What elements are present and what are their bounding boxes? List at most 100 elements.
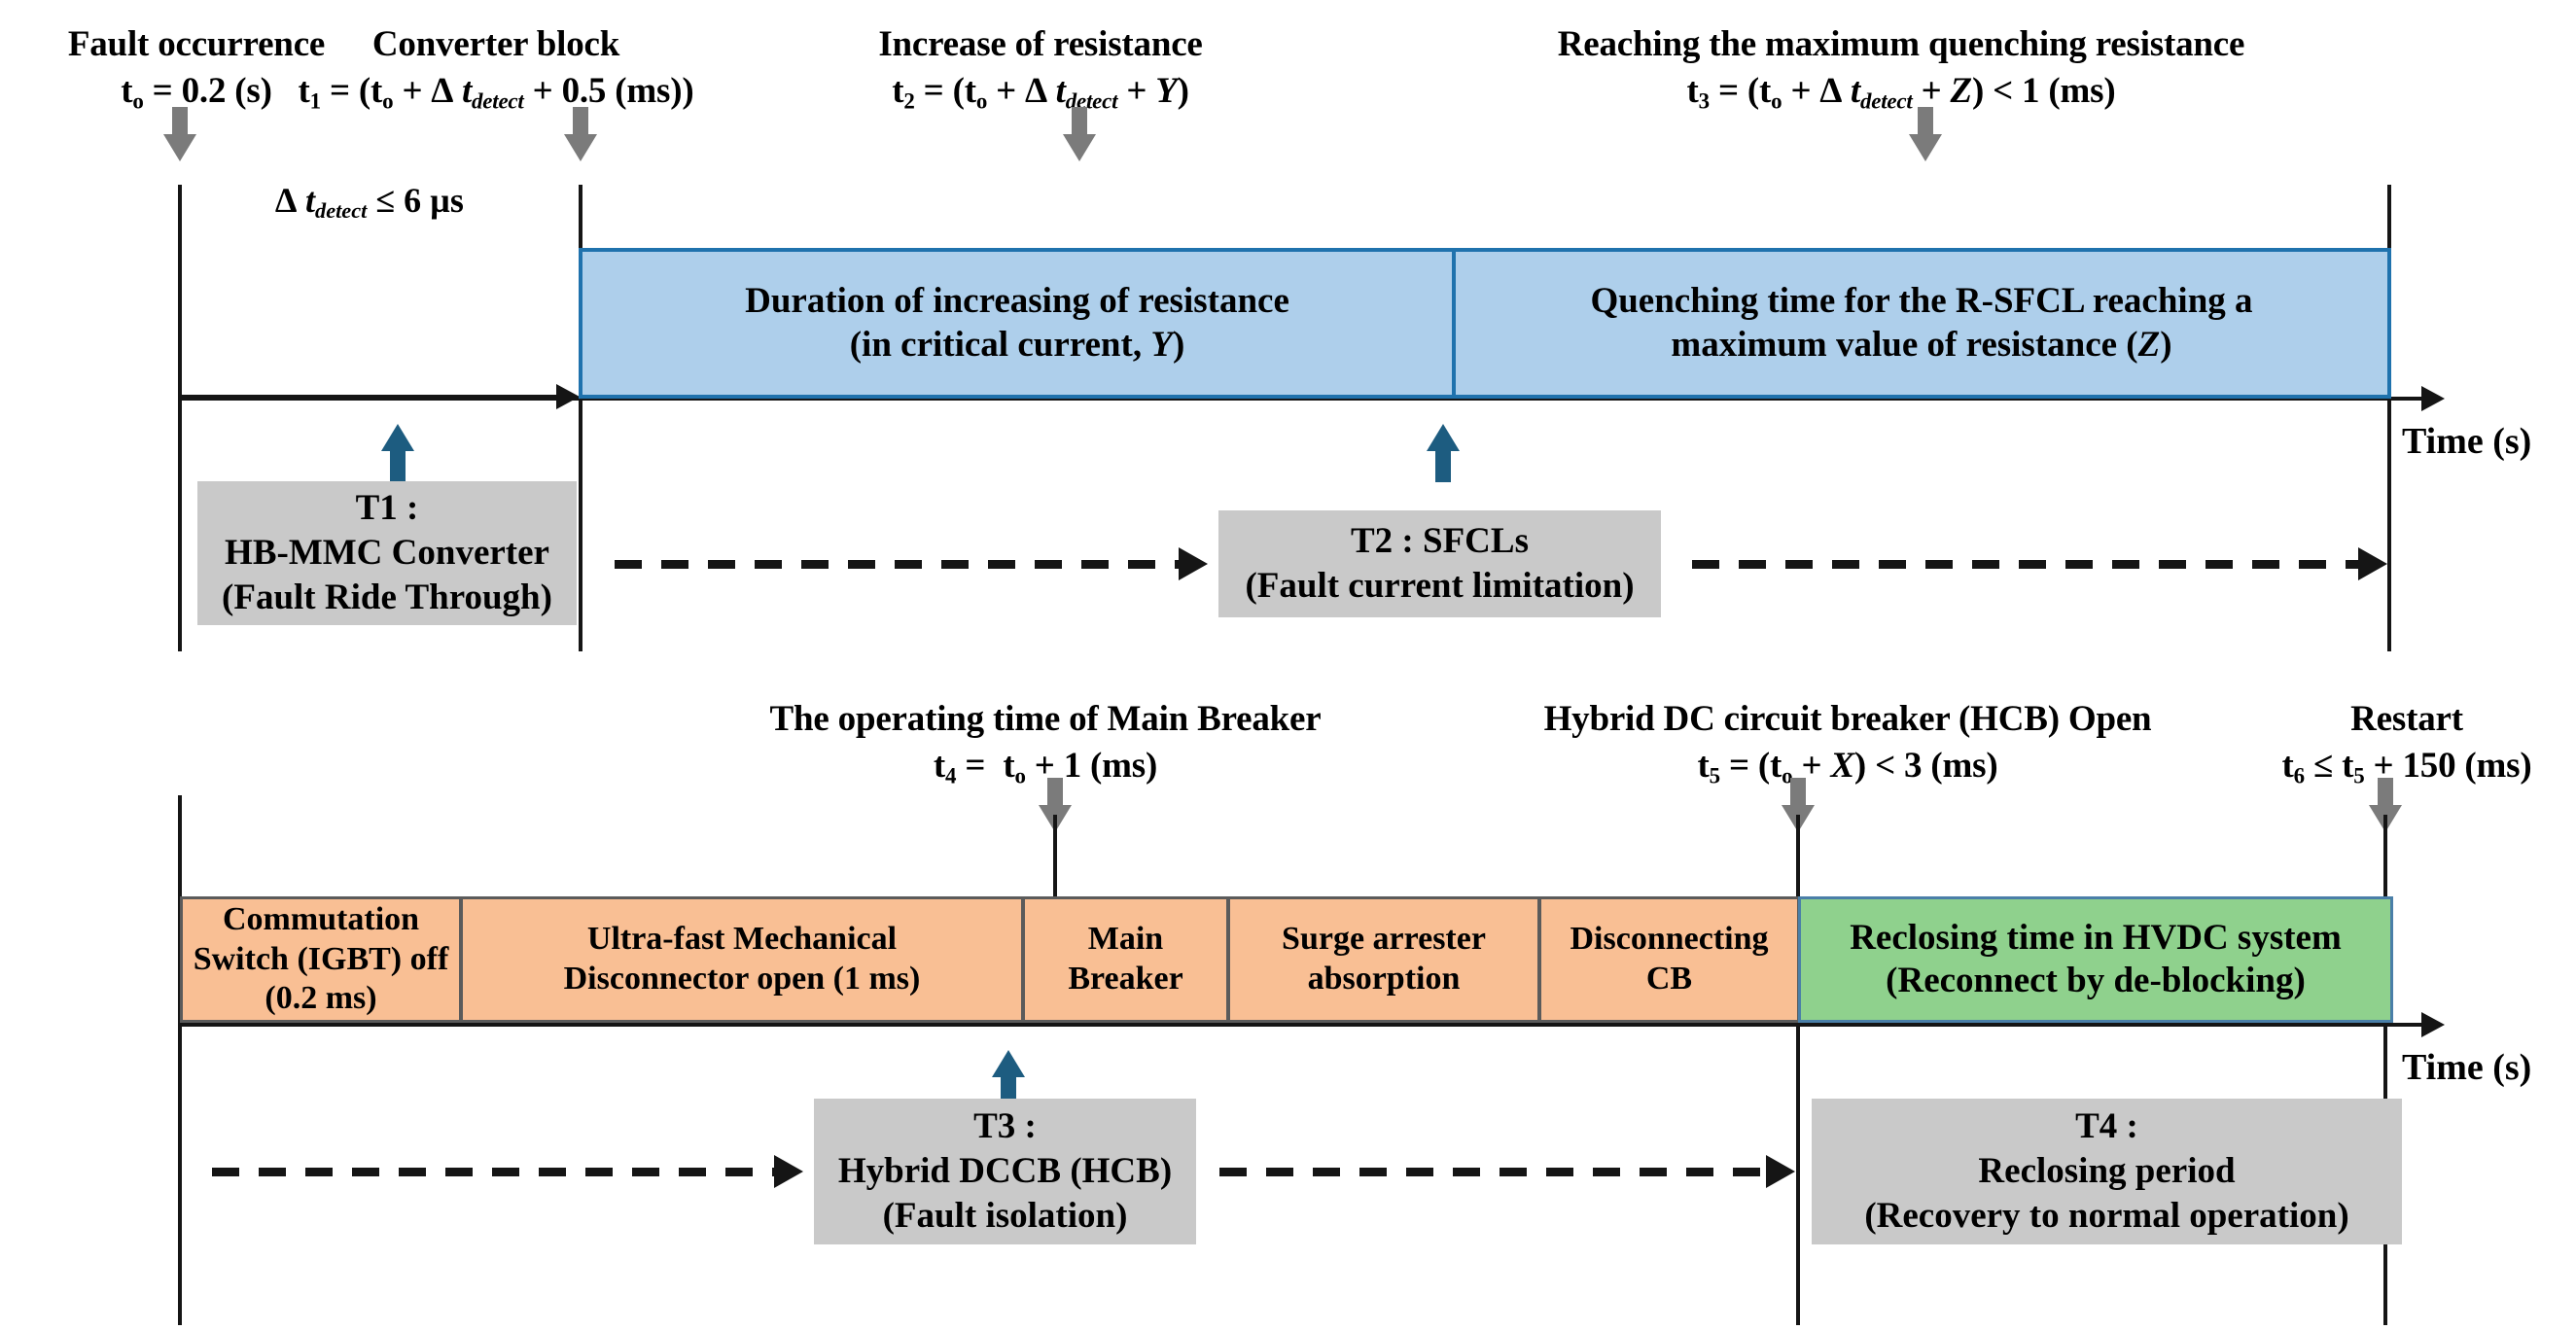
dashed-connector-t2-end [1692, 547, 2387, 580]
arrow-shaft [390, 449, 406, 482]
dashed-connector-start-t3 [212, 1155, 803, 1188]
arrow-head [163, 134, 196, 161]
band-text: Disconnecting CB [1570, 920, 1769, 999]
marker-arrow-t1 [564, 107, 597, 161]
event-line-t1 [579, 185, 582, 651]
event-label-t5: Hybrid DC circuit breaker (HCB) Open t5 … [1488, 698, 2207, 788]
event-formula-t2: t2 = (to + ∆ tdetect + Y) [892, 70, 1189, 114]
tbox-line-2: Hybrid DCCB (HCB) [837, 1151, 1173, 1192]
band-line-2: Switch (IGBT) off [193, 940, 449, 977]
dashed-arrow-head [1179, 547, 1208, 580]
band-commutation-switch: Commutation Switch (IGBT) off (0.2 ms) [180, 896, 462, 1023]
tbox-line-2: HB-MMC Converter [225, 533, 549, 574]
band-line-1: Quenching time for the R-SFCL reaching a [1590, 281, 2253, 322]
event-label-t1: Converter block t1 = (to + ∆ tdetect + 0… [204, 23, 788, 114]
time-axis-bottom-head [2421, 1012, 2445, 1037]
detect-time-label: ∆ tdetect ≤ 6 µs [275, 181, 464, 224]
arrow-shaft [1918, 107, 1933, 136]
arrow-shaft [172, 107, 188, 136]
band-reclosing-time: Reclosing time in HVDC system (Reconnect… [1798, 896, 2393, 1023]
arrow-head [556, 384, 580, 409]
band-line-2: Disconnector open (1 ms) [563, 961, 921, 997]
detect-time-arrow [181, 384, 580, 409]
dashed-arrow-head [774, 1155, 803, 1188]
band-line-1: Commutation [222, 900, 420, 937]
arrow-head [564, 134, 597, 161]
tbox-line-3: (Recovery to normal operation) [1864, 1195, 2349, 1236]
tbox-line-3: (Fault Ride Through) [222, 577, 552, 617]
band-line-1: Reclosing time in HVDC system [1850, 917, 2342, 958]
arrow-head [381, 424, 414, 451]
event-title-t2: Increase of resistance [878, 24, 1203, 64]
time-axis-top-caption: Time (s) [2402, 421, 2532, 462]
event-line-t5 [1796, 815, 1800, 1325]
event-title-t1: Converter block [371, 24, 620, 64]
band-line-2: (in critical current, Y) [849, 324, 1185, 365]
event-label-t0: Fault occurrence to = 0.2 (s) [21, 23, 371, 114]
marker-arrow-t0 [163, 107, 196, 161]
event-line-t0 [178, 185, 182, 651]
event-label-t3: Reaching the maximum quenching resistanc… [1415, 23, 2387, 114]
band-line-1: Duration of increasing of resistance [745, 281, 1289, 322]
arrow-head [1063, 134, 1096, 161]
time-axis-top [178, 397, 2424, 401]
band-surge-arrester: Surge arrester absorption [1227, 896, 1540, 1023]
band-disconnecting-cb: Disconnecting CB [1538, 896, 1800, 1023]
band-line-2: CB [1645, 961, 1693, 997]
pointer-arrow-t2-group [1427, 424, 1460, 482]
event-label-t2: Increase of resistance t2 = (to + ∆ tdet… [778, 23, 1303, 114]
dashed-line [212, 1167, 776, 1176]
tbox-T3: T3 : Hybrid DCCB (HCB) (Fault isolation) [814, 1099, 1196, 1244]
tbox-T4: T4 : Reclosing period (Recovery to norma… [1812, 1099, 2402, 1244]
tbox-T2: T2 : SFCLs (Fault current limitation) [1218, 510, 1661, 617]
event-formula-t3: t3 = (to + ∆ tdetect + Z) < 1 (ms) [1686, 70, 2116, 114]
arrow-line [181, 394, 557, 400]
time-axis-bottom-caption: Time (s) [2402, 1047, 2532, 1088]
arrow-head [1427, 424, 1460, 451]
event-formula-t6: t6 ≤ t5 + 150 (ms) [2281, 745, 2532, 788]
band-line-1: Ultra-fast Mechanical [586, 921, 898, 958]
arrow-shaft [1435, 449, 1451, 482]
marker-arrow-t2 [1063, 107, 1096, 161]
event-label-t6: Restart t6 ≤ t5 + 150 (ms) [2241, 698, 2572, 788]
tbox-line-2: Reclosing period [1978, 1151, 2236, 1192]
tbox-line-1: T4 : [2075, 1106, 2138, 1147]
band-text: Reclosing time in HVDC system (Reconnect… [1850, 917, 2342, 1003]
dashed-line [1692, 559, 2360, 569]
dashed-connector-t1-t2 [615, 547, 1208, 580]
band-line-1: Surge arrester [1282, 921, 1486, 958]
arrow-head [1909, 134, 1942, 161]
band-text: Commutation Switch (IGBT) off (0.2 ms) [194, 900, 449, 1019]
dashed-line [1219, 1167, 1768, 1176]
dashed-line [615, 559, 1181, 569]
marker-arrow-t3 [1909, 107, 1942, 161]
tbox-line-2: (Fault current limitation) [1245, 566, 1635, 606]
band-quenching-time: Quenching time for the R-SFCL reaching a… [1452, 248, 2391, 399]
event-formula-t0: to = 0.2 (s) [121, 70, 272, 114]
tbox-line-1: T3 : [973, 1106, 1037, 1147]
event-title-t5: Hybrid DC circuit breaker (HCB) Open [1543, 699, 2152, 739]
event-line-start-bottom [178, 795, 182, 1325]
dashed-arrow-head [2358, 547, 2387, 580]
event-label-t4: The operating time of Main Breaker t4 = … [729, 698, 1361, 788]
band-text: Ultra-fast Mechanical Disconnector open … [564, 920, 921, 999]
event-title-t3: Reaching the maximum quenching resistanc… [1557, 24, 2245, 64]
pointer-arrow-t1-group [381, 424, 414, 482]
time-axis-bottom [178, 1023, 2424, 1027]
band-line-1: Disconnecting [1570, 921, 1769, 958]
tbox-line-1: T2 : SFCLs [1351, 521, 1529, 562]
event-title-t6: Restart [2350, 699, 2463, 739]
arrow-shaft [1047, 778, 1063, 807]
band-text: Quenching time for the R-SFCL reaching a… [1590, 280, 2252, 367]
band-duration-resistance: Duration of increasing of resistance (in… [579, 248, 1456, 399]
arrow-shaft [1072, 107, 1087, 136]
event-formula-t5: t5 = (to + X) < 3 (ms) [1697, 745, 1998, 788]
band-line-2: maximum value of resistance (Z) [1671, 324, 2172, 365]
tbox-line-1: T1 : [355, 488, 419, 529]
event-line-t4 [1053, 815, 1057, 907]
arrow-shaft [2378, 778, 2393, 807]
band-text: Duration of increasing of resistance (in… [745, 280, 1289, 367]
event-line-t6 [2383, 815, 2387, 1325]
event-formula-t1: t1 = (to + ∆ tdetect + 0.5 (ms)) [298, 70, 694, 114]
